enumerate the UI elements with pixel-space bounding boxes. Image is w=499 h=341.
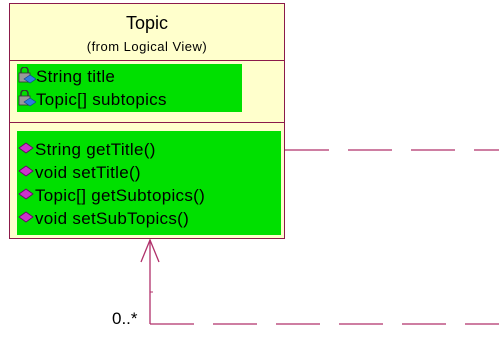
attribute-label: Topic[] subtopics	[36, 89, 167, 109]
multiplicity-label: 0..*	[112, 309, 138, 328]
lock-attribute-icon	[18, 90, 36, 107]
lock-attribute-icon	[18, 67, 36, 84]
attributes-divider	[10, 60, 284, 61]
operation-row[interactable]: String getTitle()	[17, 138, 156, 161]
attribute-row[interactable]: Topic[] subtopics	[17, 88, 167, 111]
attribute-label: String title	[36, 66, 116, 86]
operation-label: void setSubTopics()	[35, 208, 190, 228]
operations-compartment: String getTitle() void setTitle() Topic[…	[17, 131, 281, 235]
operation-row[interactable]: void setTitle()	[17, 161, 141, 184]
class-name: Topic	[125, 13, 169, 33]
operation-label: void setTitle()	[35, 162, 141, 182]
attributes-compartment: String title Topic[] subtopics	[17, 64, 242, 112]
package-note: (from Logical View)	[86, 39, 208, 54]
operation-diamond-icon	[18, 211, 34, 223]
attribute-row[interactable]: String title	[17, 65, 115, 88]
operation-diamond-icon	[18, 142, 34, 154]
operations-divider	[10, 122, 284, 123]
operation-label: Topic[] getSubtopics()	[35, 185, 206, 205]
operation-row[interactable]: Topic[] getSubtopics()	[17, 184, 205, 207]
operation-row[interactable]: void setSubTopics()	[17, 207, 189, 230]
arrow-head-icon	[140, 238, 160, 263]
operation-diamond-icon	[18, 188, 34, 200]
class-box-topic[interactable]: Topic (from Logical View) String title T…	[9, 3, 285, 239]
operation-diamond-icon	[18, 165, 34, 177]
operation-label: String getTitle()	[35, 139, 156, 159]
